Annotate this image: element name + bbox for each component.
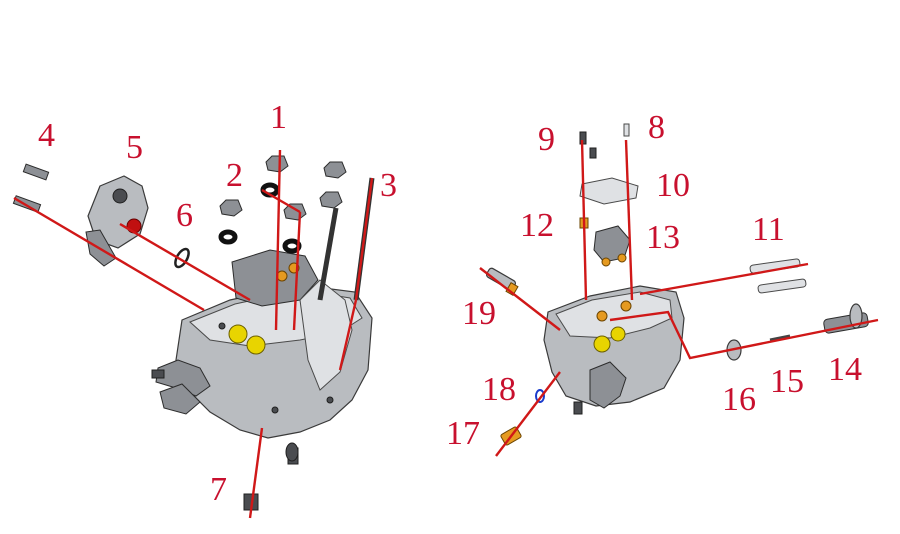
callout-14: 14	[828, 351, 862, 388]
valve-spring-cap-3	[593, 335, 611, 353]
bolt-hole	[218, 322, 226, 330]
callout-1: 1	[270, 99, 287, 136]
exhaust-flange-left	[159, 383, 201, 415]
callout-6: 6	[176, 197, 193, 234]
callout-16: 16	[722, 381, 756, 418]
spark-plug-hex	[505, 281, 519, 297]
callout-4: 4	[38, 117, 55, 154]
bolt	[589, 147, 597, 159]
leader-1	[274, 149, 282, 331]
callout-12: 12	[520, 207, 554, 244]
callout-9: 9	[538, 121, 555, 158]
callout-19: 19	[462, 295, 496, 332]
right-cylinder-head-assembly	[486, 123, 869, 446]
washer	[218, 229, 238, 245]
o-ring-18	[535, 389, 545, 403]
leader-4	[13, 196, 205, 312]
bolt-8	[623, 123, 630, 137]
callout-17: 17	[446, 415, 480, 452]
gasket-plate-10	[579, 177, 639, 205]
valve-spring-cap-4	[610, 326, 626, 342]
callout-3: 3	[380, 167, 397, 204]
rocker-adjuster	[601, 257, 611, 267]
leader-3b	[338, 299, 358, 371]
leader-7	[248, 427, 264, 519]
pin-15	[769, 334, 791, 342]
cap-nut	[219, 199, 243, 217]
callout-labels: 1 2 3 4 5 6 7 8 9 10 11 12 13 14 15 16 1…	[38, 99, 862, 508]
callout-13: 13	[646, 219, 680, 256]
leader-11	[639, 262, 809, 296]
adjuster-screw-3	[596, 310, 608, 322]
leader-8	[624, 139, 634, 301]
cap-nut	[283, 203, 307, 221]
bolt-pump-long	[12, 195, 42, 213]
o-ring-6	[174, 247, 190, 269]
cap-nut	[323, 161, 347, 179]
rocker-adjuster	[617, 253, 627, 263]
callout-18: 18	[482, 371, 516, 408]
callout-2: 2	[226, 157, 243, 194]
valve-spring-cap-1	[228, 324, 248, 344]
cap-nut	[319, 191, 343, 209]
callout-7: 7	[210, 471, 227, 508]
bolt-4	[22, 163, 50, 181]
leader-14	[609, 310, 879, 360]
adjuster-screw-1	[276, 270, 288, 282]
leader-5	[119, 222, 251, 302]
cam-sprocket	[849, 303, 863, 329]
callout-15: 15	[770, 363, 804, 400]
callout-10: 10	[656, 167, 690, 204]
rocker-shaft	[757, 278, 807, 294]
leader-lines	[13, 139, 879, 519]
leader-17	[495, 371, 561, 457]
adjuster-screw-4	[620, 300, 632, 312]
bolt-hole	[326, 396, 334, 404]
head-stud-short	[317, 207, 339, 301]
callout-5: 5	[126, 129, 143, 166]
pump-inlet	[112, 188, 128, 204]
intake-stud-right	[573, 401, 583, 415]
intake-port-right	[589, 361, 627, 409]
callout-8: 8	[648, 109, 665, 146]
leader-3	[354, 177, 374, 301]
bolt-hole	[271, 406, 279, 414]
leader-19	[479, 267, 561, 331]
valve-spring-cap-2	[246, 335, 266, 355]
cap-nut-1	[265, 155, 289, 173]
leader-2b	[292, 211, 302, 331]
callout-11: 11	[752, 211, 785, 248]
leader-2	[261, 188, 301, 214]
intake-stud-left	[151, 369, 165, 379]
leader-9	[580, 139, 588, 301]
plug	[285, 442, 299, 462]
